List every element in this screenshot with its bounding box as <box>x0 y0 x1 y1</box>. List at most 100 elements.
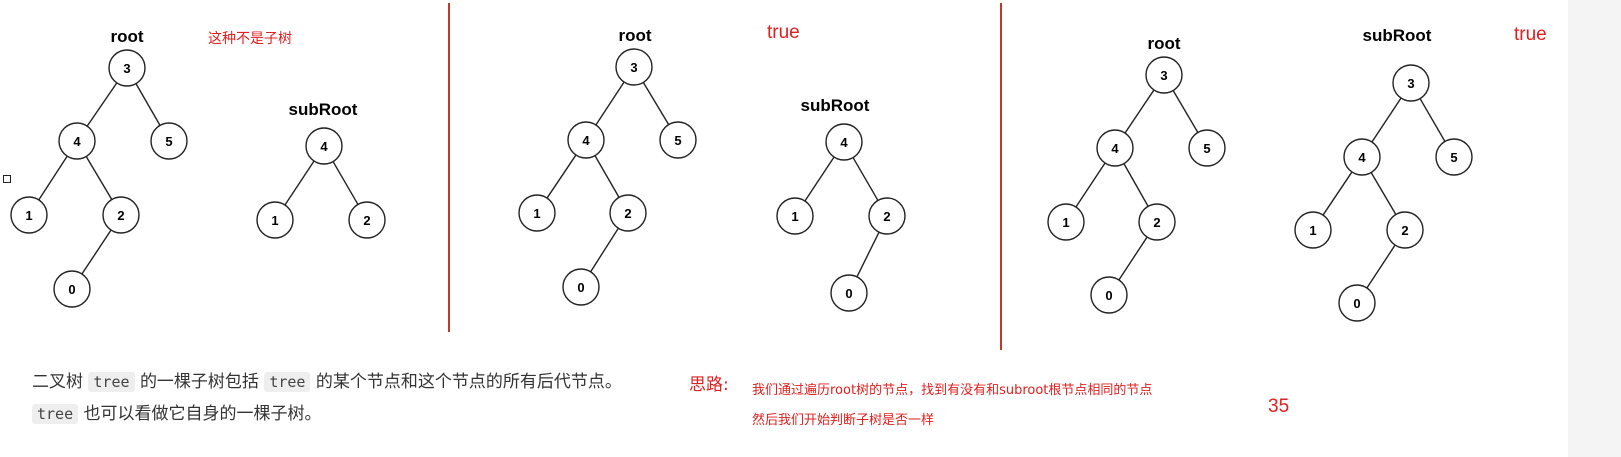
node-label: 0 <box>1105 288 1112 303</box>
tree-edge <box>595 81 625 126</box>
tree-title: root <box>1147 34 1180 53</box>
tree-edge <box>1370 172 1397 215</box>
tree-edge <box>1123 163 1149 207</box>
node-label: 4 <box>73 134 81 149</box>
tree-node <box>1294 211 1332 249</box>
node-label: 3 <box>1407 76 1414 91</box>
tree-edge <box>1075 162 1106 208</box>
tree-node <box>567 121 605 159</box>
tree-title: subRoot <box>289 100 358 119</box>
tree-node <box>1047 203 1085 241</box>
tree-node <box>58 122 96 160</box>
tree-node <box>102 196 140 234</box>
tree-edge <box>546 154 577 199</box>
tree-node <box>348 201 386 239</box>
node-label: 4 <box>320 139 328 154</box>
node-label: 0 <box>845 286 852 301</box>
tree-edge <box>1118 236 1148 281</box>
counter-number: 35 <box>1268 396 1290 417</box>
panel-note-1: 这种不是子树 <box>208 30 292 46</box>
node-label: 3 <box>123 61 130 76</box>
tree-edge <box>284 160 315 206</box>
node-label: 1 <box>1062 215 1069 230</box>
tree-node <box>1188 129 1226 167</box>
tree-edge <box>852 157 879 201</box>
node-label: 3 <box>1160 68 1167 83</box>
tree-node <box>825 123 863 161</box>
idea-line-1: 我们通过遍历root树的节点，找到有没有和subroot根节点相同的节点 <box>752 383 1153 398</box>
node-label: 1 <box>25 208 32 223</box>
tree-node <box>1386 211 1424 249</box>
node-label: 1 <box>271 213 278 228</box>
tree-edge <box>856 231 880 278</box>
tree-node <box>659 121 697 159</box>
tree-edge <box>1172 90 1199 133</box>
desc-text: 的一棵子树包括 <box>139 372 259 392</box>
code-tree: tree <box>88 372 135 392</box>
node-label: 5 <box>165 134 172 149</box>
tree-node <box>1435 138 1473 176</box>
tree-node <box>150 122 188 160</box>
tree-edge <box>590 227 619 273</box>
node-label: 1 <box>1309 223 1316 238</box>
node-label: 2 <box>363 213 370 228</box>
tree-node <box>776 197 814 235</box>
node-label: 0 <box>577 280 584 295</box>
tree-node <box>1145 56 1183 94</box>
tree-title: root <box>110 27 143 46</box>
tree-node <box>609 194 647 232</box>
tree-edge <box>332 161 359 205</box>
node-label: 2 <box>883 209 890 224</box>
resize-handle[interactable] <box>3 175 11 183</box>
node-label: 4 <box>582 133 590 148</box>
tree-node <box>1090 276 1128 314</box>
tree-edge <box>1322 171 1353 216</box>
tree-node <box>615 48 653 86</box>
tree-node <box>868 197 906 235</box>
panel-note-3: true <box>1514 24 1547 45</box>
node-label: 4 <box>1358 150 1366 165</box>
tree-1-root: root 3 4 5 1 2 0 <box>10 27 188 308</box>
tree-node <box>1392 64 1430 102</box>
tree-edge <box>642 82 670 125</box>
tree-title: subRoot <box>801 96 870 115</box>
node-label: 0 <box>1353 296 1360 311</box>
node-label: 4 <box>1111 141 1119 156</box>
idea-label: 思路: <box>689 375 729 395</box>
tree-node <box>1338 284 1376 322</box>
node-label: 5 <box>674 133 681 148</box>
tree-edge <box>38 155 68 201</box>
tree-node <box>53 270 91 308</box>
tree-node <box>1138 203 1176 241</box>
tree-node <box>108 49 146 87</box>
node-label: 2 <box>117 208 124 223</box>
node-label: 1 <box>533 206 540 221</box>
panel-note-2: true <box>767 22 800 43</box>
node-label: 5 <box>1203 141 1210 156</box>
tree-edge <box>1371 97 1402 143</box>
tree-edge <box>135 83 161 126</box>
node-label: 1 <box>791 209 798 224</box>
tree-edge <box>1366 244 1396 289</box>
problem-description: 二叉树 tree 的一棵子树包括 tree 的某个节点和这个节点的所有后代节点。… <box>32 366 672 430</box>
tree-node <box>10 196 48 234</box>
idea-line-2: 然后我们开始判断子树是否一样 <box>752 413 935 428</box>
tree-node <box>305 127 343 165</box>
desc-text: 也可以看做它自身的一棵子树。 <box>83 404 322 424</box>
tree-edge <box>85 156 113 200</box>
node-label: 2 <box>1401 223 1408 238</box>
tree-edge <box>804 156 835 202</box>
tree-edge <box>1419 98 1446 142</box>
tree-node <box>256 201 294 239</box>
node-label: 0 <box>68 282 75 297</box>
tree-node <box>562 268 600 306</box>
tree-3-root: root 3 4 5 1 2 0 <box>1047 34 1226 314</box>
tree-edge <box>594 155 620 198</box>
node-label: 3 <box>630 60 637 75</box>
node-label: 2 <box>1153 215 1160 230</box>
desc-text: 二叉树 <box>32 372 83 392</box>
